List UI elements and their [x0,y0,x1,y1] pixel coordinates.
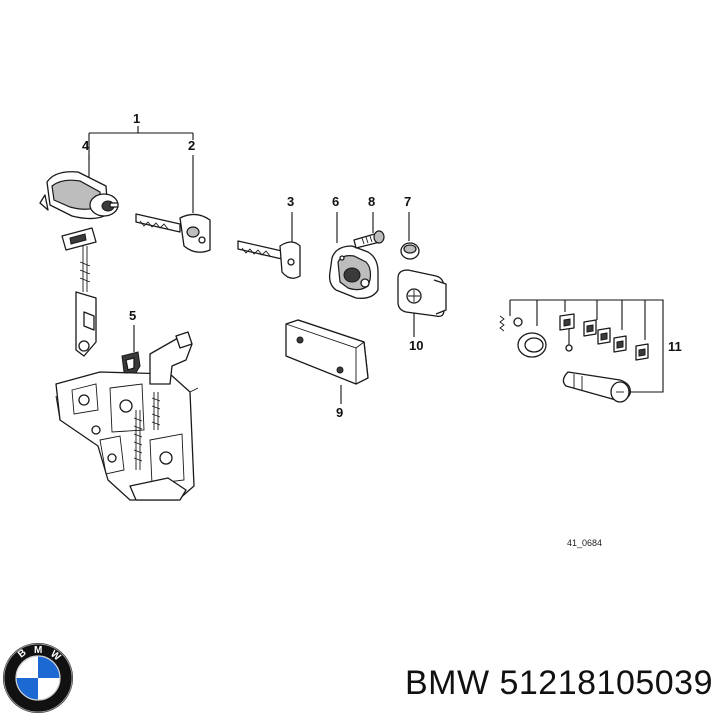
key-3 [237,240,301,279]
callout-6: 6 [332,194,339,209]
key-2 [135,213,211,253]
bmw-roundel-icon: B M W [2,642,74,714]
pin-8 [353,230,385,249]
lock-cylinder-assembly [39,171,119,357]
leader-lines [88,126,664,404]
callout-10: 10 [409,338,423,353]
brand-part-number: BMW 51218105039 [368,664,713,703]
cover-10 [397,269,447,318]
callout-1: 1 [133,111,140,126]
callout-8: 8 [368,194,375,209]
clip-5 [121,351,141,377]
callout-11: 11 [668,339,682,354]
cylinder-kit-11 [499,313,649,403]
callout-4: 4 [82,138,90,153]
svg-text:M: M [34,645,42,656]
lock-housing-6 [328,245,379,299]
callout-3: 3 [287,194,294,209]
door-latch-mechanism [55,331,199,501]
callout-7: 7 [404,194,411,209]
callout-9: 9 [336,405,343,420]
diagram-reference-code: 41_0684 [567,538,602,548]
part-number: 51218105039 [499,664,713,702]
cap-7 [400,242,420,260]
callout-2: 2 [188,138,195,153]
callout-5: 5 [129,308,136,323]
plate-9 [285,319,369,385]
brand-name: BMW [404,664,490,702]
